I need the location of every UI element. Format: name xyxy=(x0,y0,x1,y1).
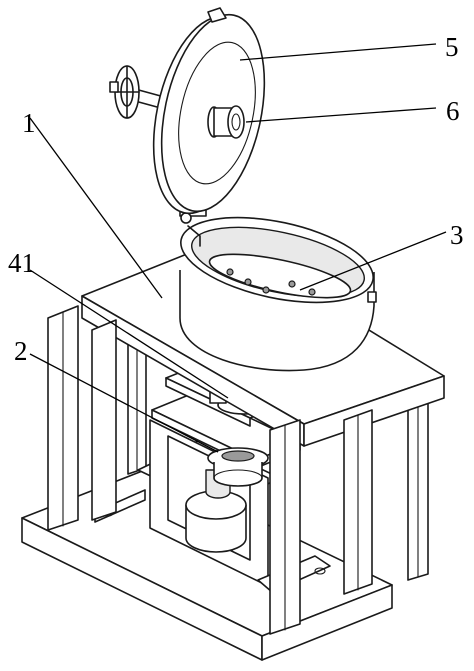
label-3: 3 xyxy=(450,220,464,250)
leader-3 xyxy=(299,231,447,291)
leader-5 xyxy=(239,43,437,61)
label-6: 6 xyxy=(446,96,460,126)
rear-legs xyxy=(127,325,429,581)
front-legs xyxy=(47,305,373,635)
leader-1 xyxy=(29,117,163,299)
leader-41 xyxy=(29,269,229,399)
reference-numerals: 5 6 1 3 41 2 xyxy=(8,32,464,366)
leader-lines xyxy=(29,43,447,453)
label-1: 1 xyxy=(22,108,36,138)
pot xyxy=(179,216,377,372)
motor xyxy=(185,469,247,553)
coupling xyxy=(207,447,269,487)
leader-2 xyxy=(29,353,219,453)
leader-6 xyxy=(245,107,437,123)
center-boss xyxy=(207,105,245,139)
label-41: 41 xyxy=(8,248,35,278)
label-2: 2 xyxy=(14,336,28,366)
label-5: 5 xyxy=(445,32,459,62)
